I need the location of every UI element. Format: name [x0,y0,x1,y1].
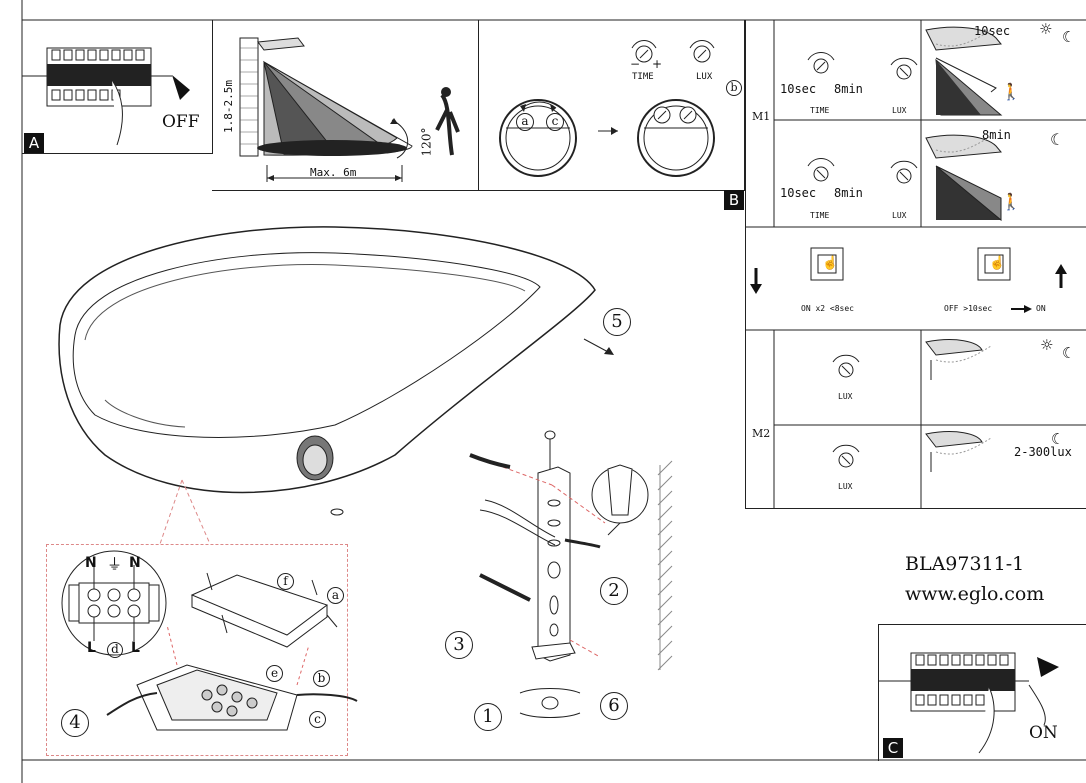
panel-c: ON C [878,624,1086,761]
step5-arrow [583,338,614,355]
badge-b: B [724,190,744,210]
wiring-n-left: N [85,555,97,571]
mode-table: M1 10sec 8min TIME LUX 10sec ☼ ☾ 🚶 10sec… [745,20,1086,509]
wiring-l-right: L [131,640,140,656]
panel-b: a c b − + TIME LUX B [478,20,745,210]
moon-icon: ☾ [1051,430,1065,448]
walking-person-icon: 🚶 [1001,82,1021,101]
lux-label: LUX [696,72,713,82]
height-label: 1.8-2.5m [221,80,235,133]
minus-label: − [630,57,641,71]
sensor-knobs-illustration [499,40,715,177]
off-label: OFF [162,112,200,132]
switch-right-text: OFF >10sec [944,304,993,313]
step-a-label: a [327,587,344,604]
arrow-up-icon [746,260,747,261]
lamp-illustration [58,226,596,516]
step-f-label: f [277,573,294,590]
step-1: 1 [474,703,502,731]
step-4: 4 [61,709,89,737]
step-5: 5 [603,308,631,336]
step-b-label: b [313,670,330,687]
m1-row1-min: 10sec [780,82,817,96]
panel-a: OFF A [22,20,213,154]
product-code: BLA97311-1 [905,553,1025,575]
wiring-d-label: d [107,642,123,658]
plus-label: + [652,57,663,71]
wiring-detail-connector [159,479,211,545]
moon-icon: ☾ [1062,28,1076,46]
ground-icon: ⏚ [107,555,123,573]
step-e-label: e [266,665,283,682]
hand-press-icon: ☝ [822,256,839,271]
m1-row1-result: 10sec [974,24,1011,38]
step-c-label: c [309,711,326,728]
badge-a: A [24,133,44,153]
m1-row2-time: TIME [810,211,830,220]
knob-b-label: b [726,80,742,96]
product-website: www.eglo.com [905,583,1045,605]
step-6: 6 [600,692,628,720]
terminal-block-illustration [61,550,358,731]
moon-icon: ☾ [1050,130,1065,149]
m2-row1-lux: LUX [838,392,853,401]
knob-a-label: a [516,113,534,131]
on-label: ON [1029,723,1058,743]
m1-row2-min: 10sec [780,186,817,200]
walking-person-icon: 🚶 [1001,192,1021,211]
knob-c-label: c [546,113,564,131]
hand-press-icon: ☝ [989,256,1006,271]
detection-zone-illustration [239,37,460,182]
wiring-l-left: L [87,640,96,656]
m1-label: M1 [752,110,771,123]
m1-row2-result: 8min [982,128,1011,142]
m1-row1-time: TIME [810,106,830,115]
badge-c: C [883,738,903,758]
switch-left-text: ON x2 <8sec [801,304,854,313]
wiring-n-right: N [129,555,141,571]
install-panel: 1.8-2.5m Max. 6m 120° [212,20,479,191]
time-label: TIME [632,72,654,82]
m1-row2-max: 8min [834,186,863,200]
m2-label: M2 [752,427,771,440]
wiring-detail-box: N ⏚ N L d L f a e b c 4 [46,544,358,756]
breaker-off-illustration [22,47,190,146]
mode-table-grid [746,20,1086,508]
m2-row2-result: 2-300lux [1014,445,1072,459]
switch-right-arrow-text: ON [1036,304,1046,313]
sun-icon: ☼ [1039,20,1053,38]
m1-row1-lux: LUX [892,106,907,115]
bracket-assembly-illustration [469,430,673,718]
angle-label: 120° [419,127,434,157]
sun-icon: ☼ [1040,336,1054,354]
step-2: 2 [600,577,628,605]
breaker-on-illustration [879,652,1059,754]
m2-row2-lux: LUX [838,482,853,491]
step-3: 3 [445,631,473,659]
m1-row1-max: 8min [834,82,863,96]
distance-label: Max. 6m [310,166,357,179]
moon-icon: ☾ [1062,344,1076,362]
m1-row2-lux: LUX [892,211,907,220]
